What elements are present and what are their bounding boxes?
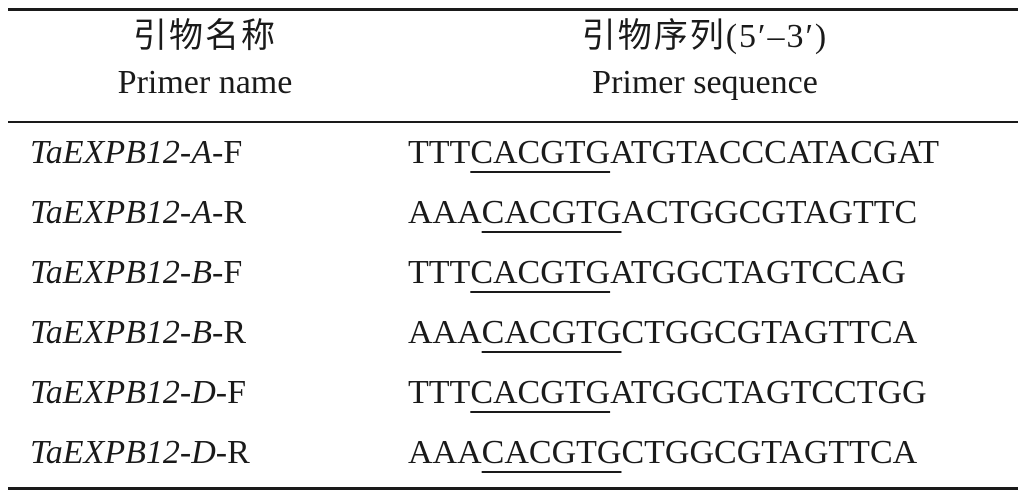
genome-label: D [191,374,216,411]
sequence-rest: ATGGCTAGTCCTGG [610,374,927,411]
genome-label: A [191,194,212,231]
gene-name: TaEXPB12 [30,314,180,351]
restriction-site: CACGTG [470,374,611,411]
table-row: TaEXPB12-D-F TTTCACGTGATGGCTAGTCCTGG [0,364,1024,424]
sequence-rest: ACTGGCGTAGTTC [621,194,918,231]
bottom-rule [8,487,1018,490]
gene-name: TaEXPB12 [30,194,180,231]
restriction-site: CACGTG [481,314,622,351]
primer-name-cell: TaEXPB12-A-F [30,134,243,171]
direction-label: R [227,434,250,471]
direction-label: F [223,254,243,291]
genome-label: B [191,254,212,291]
sequence-prefix: TTT [408,374,471,411]
sequence-rest: ATGGCTAGTCCAG [610,254,906,291]
table-body: TaEXPB12-A-F TTTCACGTGATGTACCCATACGAT Ta… [0,124,1024,484]
primer-sequence-cell: TTTCACGTGATGGCTAGTCCTGG [408,370,927,416]
primer-name-cell: TaEXPB12-B-R [30,314,246,351]
primer-sequence-cell: AAACACGTGCTGGCGTAGTTCA [408,310,917,356]
table-row: TaEXPB12-A-F TTTCACGTGATGTACCCATACGAT [0,124,1024,184]
top-rule [8,8,1018,11]
sequence-rest: CTGGCGTAGTTCA [621,314,918,351]
genome-label: D [191,434,216,471]
gene-name: TaEXPB12 [30,374,180,411]
primer-sequence-cell: TTTCACGTGATGTACCCATACGAT [408,130,939,176]
table-row: TaEXPB12-D-R AAACACGTGCTGGCGTAGTTCA [0,424,1024,484]
table-row: TaEXPB12-A-R AAACACGTGACTGGCGTAGTTC [0,184,1024,244]
restriction-site: CACGTG [481,434,622,471]
sequence-prefix: TTT [408,134,471,171]
primer-name-cell: TaEXPB12-D-F [30,374,247,411]
primer-name-cell: TaEXPB12-D-R [30,434,250,471]
primer-name-cell: TaEXPB12-B-F [30,254,243,291]
direction-label: R [223,314,246,351]
restriction-site: CACGTG [470,254,611,291]
header-primer-name-en: Primer name [117,64,293,101]
sequence-rest: CTGGCGTAGTTCA [621,434,918,471]
sequence-prefix: AAA [408,314,482,351]
restriction-site: CACGTG [470,134,611,171]
gene-name: TaEXPB12 [30,254,180,291]
primer-sequence-cell: AAACACGTGCTGGCGTAGTTCA [408,430,917,476]
genome-label: A [191,134,212,171]
header-primer-sequence-zh: 引物序列(5′–3′) [581,18,829,55]
primer-sequence-cell: TTTCACGTGATGGCTAGTCCAG [408,250,906,296]
direction-label: F [223,134,243,171]
header-rule [8,121,1018,123]
header-primer-sequence: 引物序列(5′–3′) Primer sequence [500,14,910,106]
gene-name: TaEXPB12 [30,434,180,471]
header-primer-sequence-en: Primer sequence [592,64,818,101]
primer-sequence-cell: AAACACGTGACTGGCGTAGTTC [408,190,917,236]
genome-label: B [191,314,212,351]
sequence-rest: ATGTACCCATACGAT [610,134,940,171]
table-row: TaEXPB12-B-F TTTCACGTGATGGCTAGTCCAG [0,244,1024,304]
header-primer-name: 引物名称 Primer name [60,14,350,106]
restriction-site: CACGTG [481,194,622,231]
gene-name: TaEXPB12 [30,134,180,171]
sequence-prefix: AAA [408,434,482,471]
table-row: TaEXPB12-B-R AAACACGTGCTGGCGTAGTTCA [0,304,1024,364]
primer-name-cell: TaEXPB12-A-R [30,194,246,231]
table-header: 引物名称 Primer name 引物序列(5′–3′) Primer sequ… [0,14,1024,118]
direction-label: F [227,374,247,411]
header-primer-name-zh: 引物名称 [133,18,277,55]
sequence-prefix: TTT [408,254,471,291]
direction-label: R [223,194,246,231]
sequence-prefix: AAA [408,194,482,231]
